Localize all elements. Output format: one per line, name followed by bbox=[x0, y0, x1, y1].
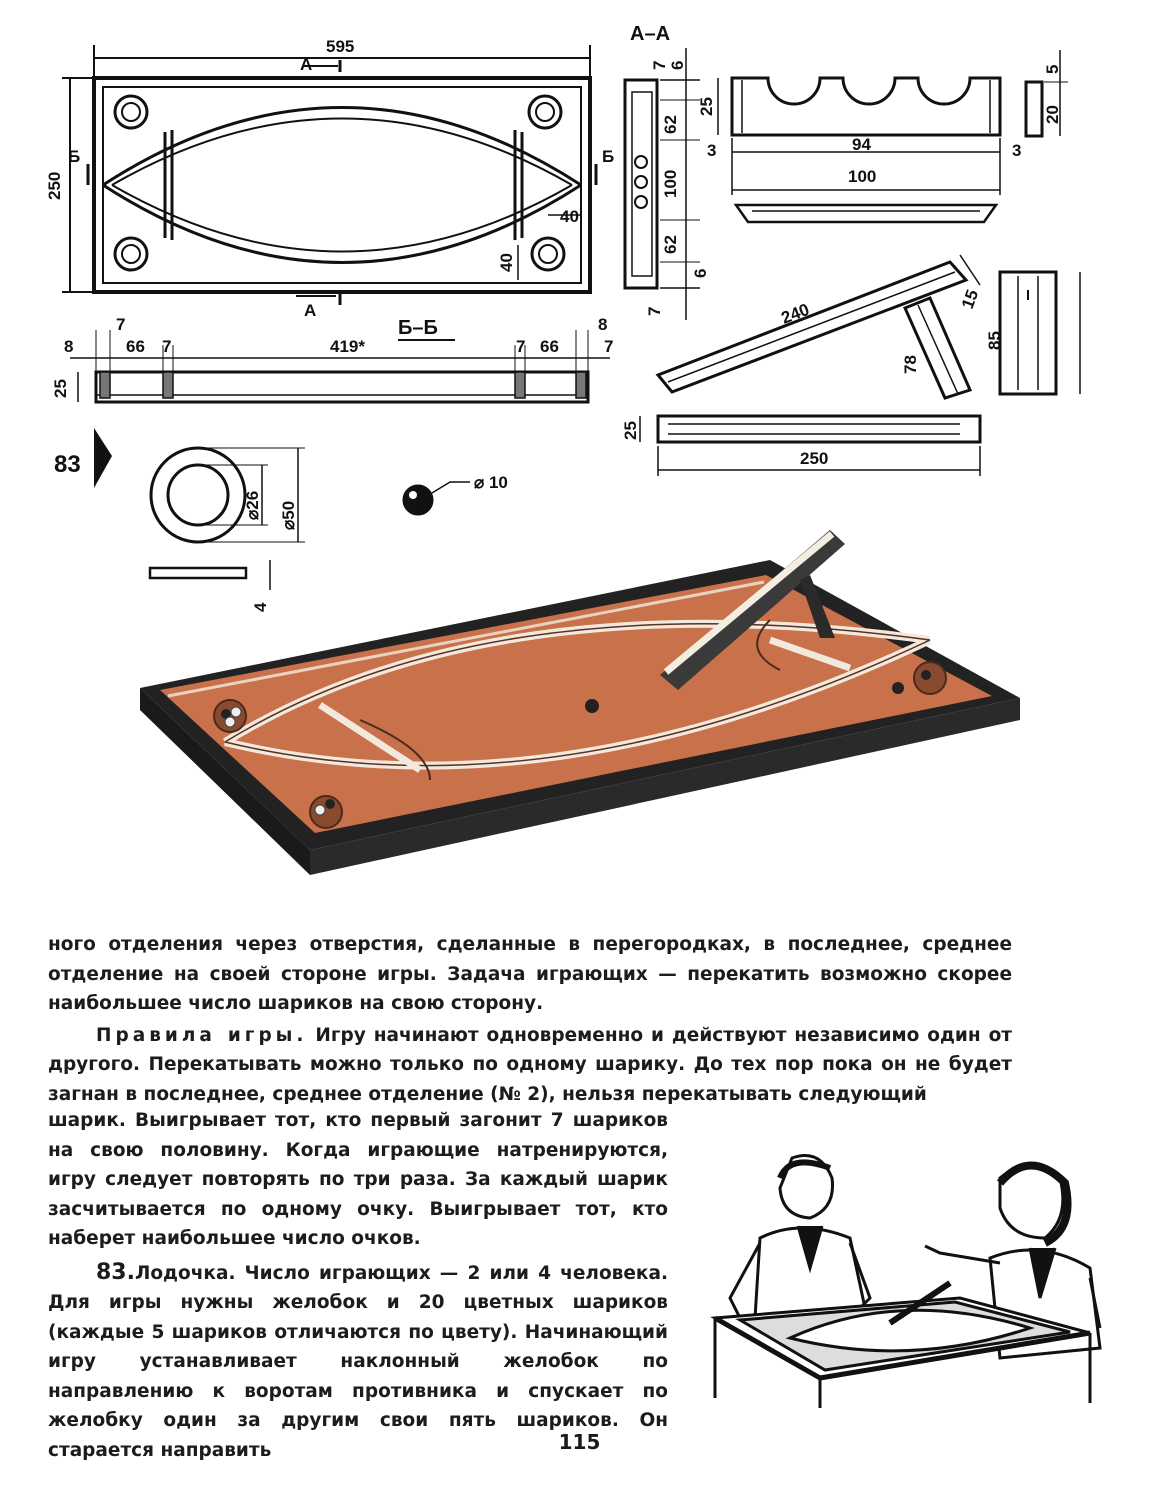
comb-dim-25: 25 bbox=[697, 97, 716, 116]
comb-dim-94: 94 bbox=[852, 135, 871, 154]
cork-floor bbox=[160, 575, 992, 833]
comb-dim-100: 100 bbox=[848, 167, 876, 186]
ball-dim-10: ⌀ 10 bbox=[474, 473, 508, 492]
section-bb-drawing bbox=[70, 330, 610, 404]
block-dim-20: 20 bbox=[1043, 105, 1062, 124]
text-top-block: ного отделения через отверстия, сделанны… bbox=[48, 930, 1012, 1109]
small-block-drawing bbox=[1024, 50, 1068, 138]
figure-number: 83 bbox=[54, 451, 81, 478]
board-illustration bbox=[140, 530, 1020, 875]
ring-dim-4: 4 bbox=[251, 602, 270, 612]
ramp-drawing bbox=[639, 254, 1081, 476]
aa-dim-7-bottom: 7 bbox=[645, 307, 664, 316]
paragraph-continuation: ного отделения через отверстия, сделанны… bbox=[48, 934, 1012, 1014]
figure-arrow-icon bbox=[94, 428, 112, 488]
ramp-dim-25: 25 bbox=[621, 421, 640, 440]
block-dim-5: 5 bbox=[1043, 65, 1062, 74]
aa-dim-100: 100 bbox=[661, 170, 680, 198]
dim-250: 250 bbox=[45, 172, 64, 200]
mark-a-bottom: А bbox=[304, 301, 316, 320]
boat-text: Число играющих — 2 или 4 человека. Для и… bbox=[48, 1262, 668, 1461]
ramp-dim-240: 240 bbox=[779, 300, 812, 328]
bb-dim-419: 419* bbox=[330, 337, 365, 356]
bb-dim-7c: 7 bbox=[516, 337, 525, 356]
technical-drawings: 595 250 А А Б Б 40 40 А–А 7 6 62 100 62 … bbox=[45, 23, 1081, 612]
bb-dim-8-right: 8 bbox=[598, 315, 607, 334]
ramp bbox=[660, 530, 845, 690]
dim-40-right: 40 bbox=[560, 207, 579, 226]
aa-dim-6-bottom: 6 bbox=[691, 269, 710, 278]
ring-drawing bbox=[148, 446, 305, 590]
paragraph-rules-continued: шарик. Выигрывает тот, кто первый загони… bbox=[48, 1110, 668, 1249]
ring-dim-26: ⌀26 bbox=[243, 491, 262, 520]
ball-drawing bbox=[402, 481, 470, 516]
comb-dim-3-left: 3 bbox=[707, 141, 716, 160]
ramp-dim-78: 78 bbox=[901, 355, 920, 374]
bb-dim-25: 25 bbox=[51, 379, 70, 398]
mark-b-right: Б bbox=[602, 147, 614, 166]
ring-dim-50: ⌀50 bbox=[279, 501, 298, 530]
paragraph-rules: Правила игры. Игру начинают одновременно… bbox=[48, 1021, 1012, 1110]
section-title: Лодочка. bbox=[134, 1262, 236, 1284]
bb-dim-7-left: 7 bbox=[116, 315, 125, 334]
aa-dim-62-bottom: 62 bbox=[661, 235, 680, 254]
aa-dim-6-top: 6 bbox=[668, 61, 687, 70]
bb-dim-8-left: 8 bbox=[64, 337, 73, 356]
aa-dim-7-top: 7 bbox=[650, 61, 669, 70]
bb-dim-66-left: 66 bbox=[126, 337, 145, 356]
ramp-dim-15: 15 bbox=[958, 287, 982, 311]
top-view-drawing bbox=[62, 45, 598, 305]
ramp-dim-250: 250 bbox=[800, 449, 828, 468]
section-aa-drawing bbox=[623, 48, 700, 320]
mark-b-left: Б bbox=[68, 147, 80, 166]
section-aa-title: А–А bbox=[630, 23, 670, 45]
page-number: 115 bbox=[558, 1430, 601, 1454]
dim-595: 595 bbox=[326, 37, 354, 56]
bb-dim-7b: 7 bbox=[162, 337, 171, 356]
section-bb-title: Б–Б bbox=[398, 317, 438, 339]
paragraph-boat: 83.Лодочка. Число играющих — 2 или 4 чел… bbox=[48, 1258, 668, 1466]
bb-dim-7-right: 7 bbox=[604, 337, 613, 356]
ramp-dim-85: 85 bbox=[985, 331, 1004, 350]
rules-lead: Правила игры. bbox=[96, 1024, 308, 1046]
mark-a-top: А bbox=[300, 55, 312, 74]
text-left-block: шарик. Выигрывает тот, кто первый загони… bbox=[48, 1106, 668, 1465]
bb-dim-66-right: 66 bbox=[540, 337, 559, 356]
comb-drawing bbox=[717, 76, 1002, 224]
dim-40-bottom: 40 bbox=[497, 253, 516, 272]
rules-text-a: Игру начинают одновременно и действуют н… bbox=[48, 1024, 1012, 1105]
players-illustration bbox=[710, 1154, 1102, 1408]
comb-dim-3-right: 3 bbox=[1012, 141, 1021, 160]
section-number: 83. bbox=[96, 1259, 135, 1285]
aa-dim-62-top: 62 bbox=[661, 115, 680, 134]
